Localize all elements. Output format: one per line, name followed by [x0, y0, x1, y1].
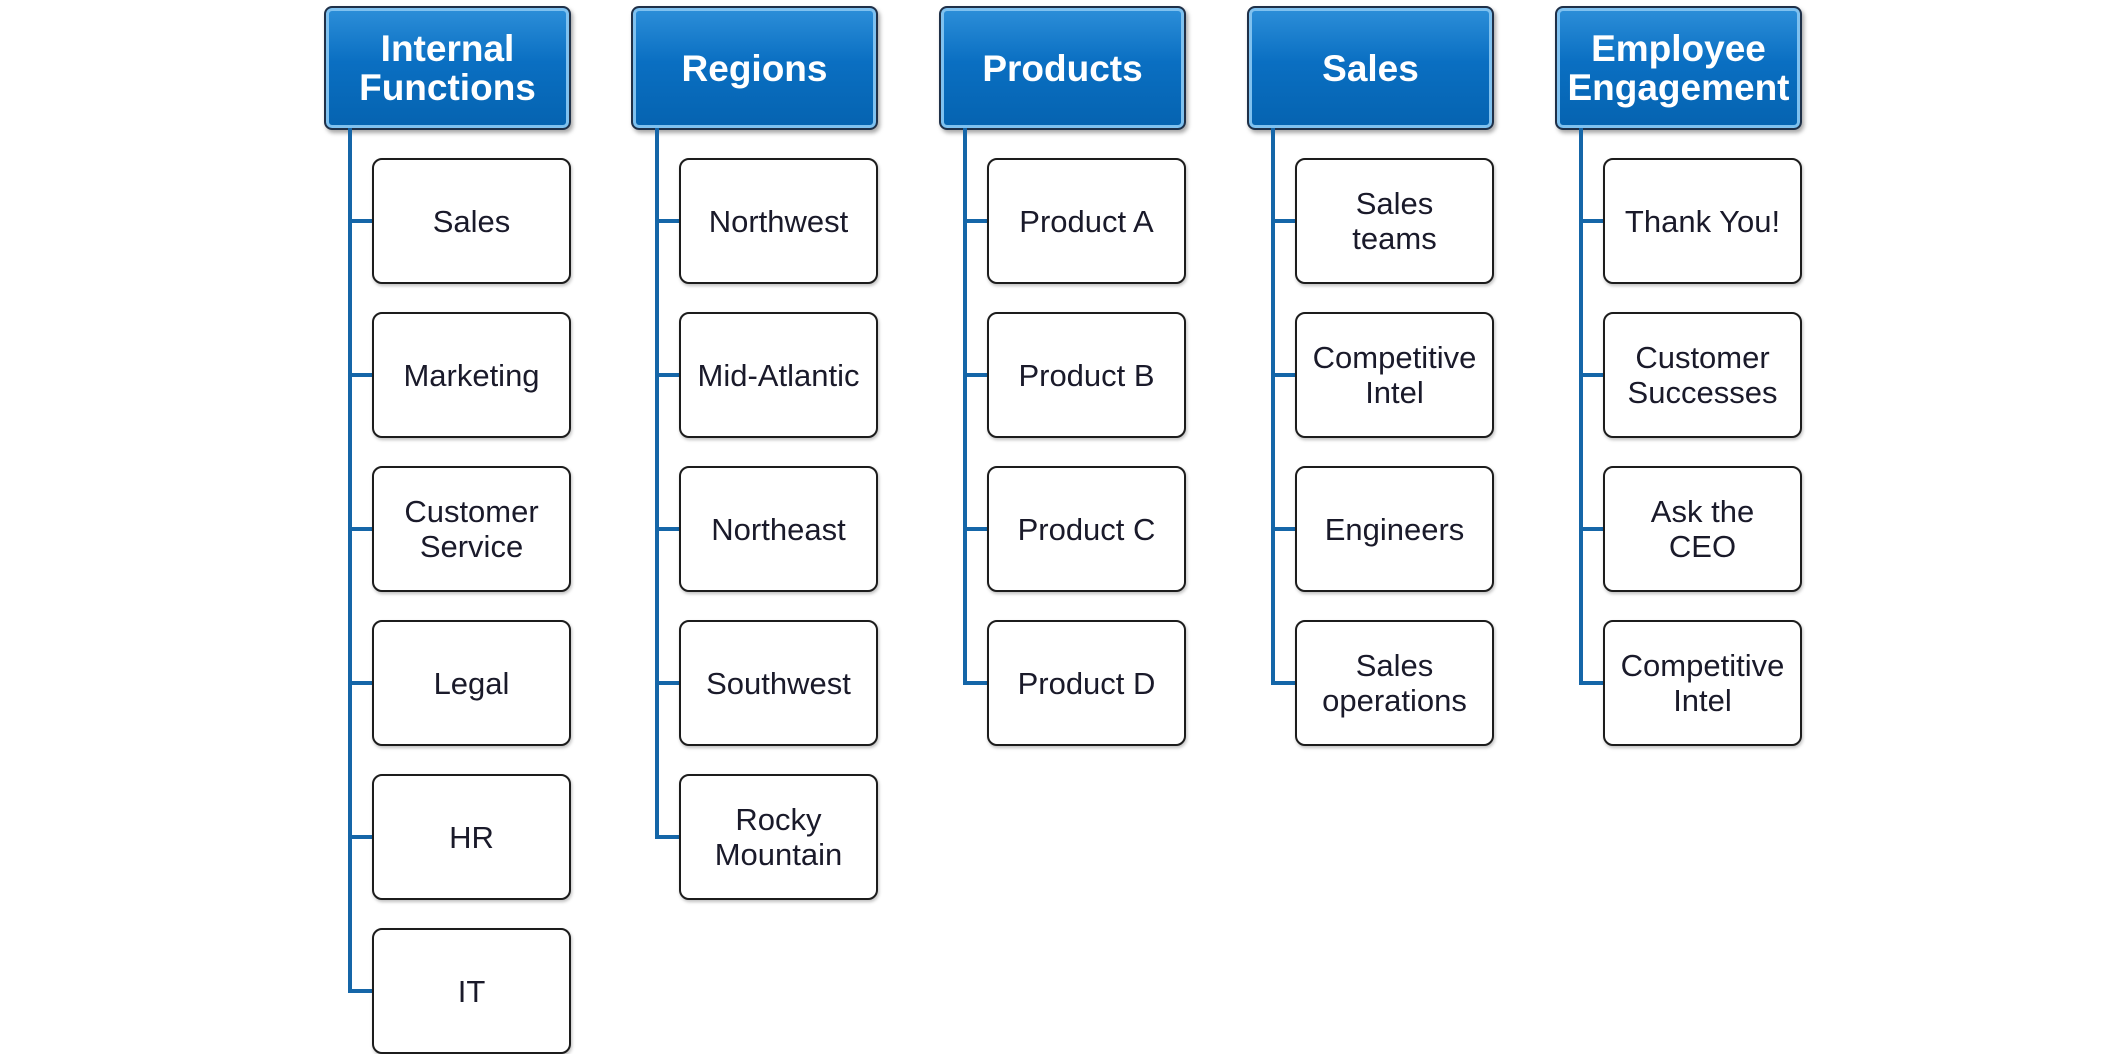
item-box: Legal — [372, 620, 571, 746]
connector-branch — [1579, 219, 1605, 223]
item-box: Competitive Intel — [1295, 312, 1494, 438]
item-box: Customer Successes — [1603, 312, 1802, 438]
connector-branch — [348, 373, 374, 377]
connector-branch — [1579, 527, 1605, 531]
connector-trunk — [655, 128, 659, 839]
connector-branch — [655, 527, 681, 531]
connector-branch — [348, 989, 374, 993]
connector-branch — [348, 527, 374, 531]
connector-branch — [963, 219, 989, 223]
connector-branch — [1271, 681, 1297, 685]
item-box: Competitive Intel — [1603, 620, 1802, 746]
item-box: Sales — [372, 158, 571, 284]
category-header: Internal Functions — [324, 6, 571, 130]
item-box: Product B — [987, 312, 1186, 438]
category-header: Products — [939, 6, 1186, 130]
item-box: Product A — [987, 158, 1186, 284]
item-box: Sales teams — [1295, 158, 1494, 284]
item-box: Customer Service — [372, 466, 571, 592]
item-box: HR — [372, 774, 571, 900]
item-box: Southwest — [679, 620, 878, 746]
connector-branch — [348, 219, 374, 223]
item-box: Product C — [987, 466, 1186, 592]
item-box: Mid-Atlantic — [679, 312, 878, 438]
category-header: Sales — [1247, 6, 1494, 130]
connector-branch — [1271, 527, 1297, 531]
connector-branch — [963, 527, 989, 531]
connector-branch — [348, 835, 374, 839]
connector-branch — [655, 219, 681, 223]
item-box: Ask the CEO — [1603, 466, 1802, 592]
item-box: IT — [372, 928, 571, 1054]
item-box: Thank You! — [1603, 158, 1802, 284]
item-box: Northeast — [679, 466, 878, 592]
item-box: Engineers — [1295, 466, 1494, 592]
connector-trunk — [1271, 128, 1275, 685]
connector-trunk — [348, 128, 352, 993]
connector-branch — [655, 373, 681, 377]
item-box: Northwest — [679, 158, 878, 284]
item-box: Sales operations — [1295, 620, 1494, 746]
item-box: Product D — [987, 620, 1186, 746]
connector-branch — [963, 681, 989, 685]
connector-branch — [1579, 373, 1605, 377]
item-box: Marketing — [372, 312, 571, 438]
connector-branch — [348, 681, 374, 685]
connector-branch — [655, 681, 681, 685]
connector-trunk — [1579, 128, 1583, 685]
category-header: Employee Engagement — [1555, 6, 1802, 130]
connector-trunk — [963, 128, 967, 685]
connector-branch — [1271, 373, 1297, 377]
category-header: Regions — [631, 6, 878, 130]
connector-branch — [1271, 219, 1297, 223]
connector-branch — [963, 373, 989, 377]
connector-branch — [1579, 681, 1605, 685]
item-box: Rocky Mountain — [679, 774, 878, 900]
connector-branch — [655, 835, 681, 839]
